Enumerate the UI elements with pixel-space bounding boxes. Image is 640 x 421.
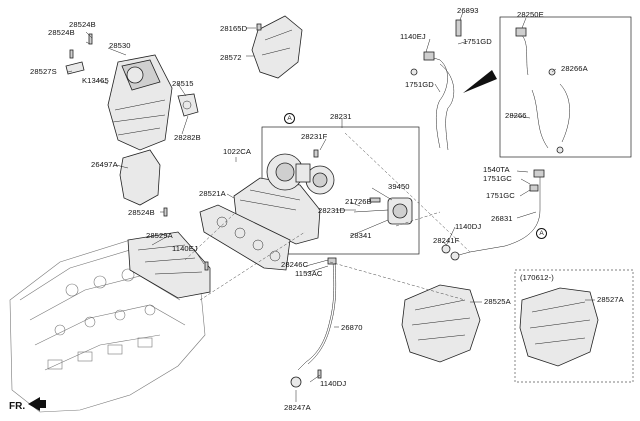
label-28341: 28341 (350, 231, 372, 240)
label-28529A: 28529A (146, 231, 173, 240)
callout-a-right: A (536, 228, 547, 239)
oil-feed-pipe-drawing (297, 261, 335, 371)
label-28247A: 28247A (284, 403, 311, 412)
label-28246C: 28246C (281, 260, 309, 269)
label-28282B: 28282B (174, 133, 201, 142)
label-28165D: 28165D (220, 24, 248, 33)
heat-shield-28529A-drawing (127, 231, 211, 299)
label-28521A: 28521A (199, 189, 226, 198)
label-1751GD-lower: 1751GD (405, 80, 434, 89)
heat-shield-28527A-drawing (519, 287, 599, 367)
heat-shield-28525A-drawing (401, 284, 481, 363)
label-26831: 26831 (491, 214, 513, 223)
label-K13465: K13465 (82, 76, 109, 85)
heat-shield-26497A-drawing (119, 149, 161, 206)
front-direction-arrow (28, 397, 46, 411)
label-28515: 28515 (172, 79, 194, 88)
bracket-28527S-drawing (65, 61, 85, 75)
label-1140EJ-right: 1140EJ (400, 32, 426, 41)
label-1153AC: 1153AC (295, 269, 323, 278)
label-28524B-left: 28524B (48, 28, 75, 37)
coolant-hose-drawing (410, 19, 462, 151)
leader-lines (67, 11, 595, 402)
label-1751GC-upper: 1751GC (483, 174, 512, 183)
label-28527S: 28527S (30, 67, 57, 76)
turbocharger-drawing (266, 149, 335, 195)
front-direction-label: FR. (9, 401, 26, 412)
label-28266: 28266 (505, 111, 527, 120)
revision-frame (514, 269, 634, 383)
label-28250E: 28250E (517, 10, 544, 19)
oil-return-pipe-drawing (454, 175, 541, 257)
label-1540TA: 1540TA (483, 165, 510, 174)
catalytic-converter-drawing (107, 54, 173, 151)
label-28527A: 28527A (597, 295, 624, 304)
label-26870: 26870 (341, 323, 363, 332)
label-revision-note: (170612-) (520, 273, 554, 282)
label-1140DJ-right: 1140DJ (455, 222, 482, 231)
detail-pointer-arrow (463, 70, 497, 93)
label-28266A: 28266A (561, 64, 588, 73)
label-39450: 39450 (388, 182, 410, 191)
label-28524B-top: 28524B (69, 20, 96, 29)
hose-detail-frame (499, 16, 632, 158)
label-28241F: 28241F (433, 236, 460, 245)
heat-shield-28572-drawing (251, 15, 303, 79)
callout-a-top: A (284, 113, 295, 124)
label-1140EJ-left: 1140EJ (172, 244, 198, 253)
label-28572: 28572 (220, 53, 242, 62)
manifold-gasket-drawing (199, 204, 291, 271)
label-1751GD-upper: 1751GD (463, 37, 492, 46)
label-28231: 28231 (330, 112, 352, 121)
label-21726B: 21726B (345, 197, 372, 206)
label-26497A: 26497A (91, 160, 118, 169)
wastegate-actuator-drawing (353, 197, 413, 225)
label-1751GC-lower: 1751GC (486, 191, 515, 200)
label-28231D: 28231D (318, 206, 346, 215)
label-28524B-lower: 28524B (128, 208, 155, 217)
gasket-28515-drawing (177, 93, 199, 117)
bolt-28524B-drawing (88, 33, 93, 45)
label-1022CA: 1022CA (223, 147, 252, 156)
label-28231F: 28231F (301, 132, 328, 141)
hose-detail-drawing (515, 27, 570, 154)
label-1140DJ-lower: 1140DJ (320, 379, 347, 388)
label-28525A: 28525A (484, 297, 511, 306)
label-28530: 28530 (109, 41, 131, 50)
label-26893: 26893 (457, 6, 479, 15)
